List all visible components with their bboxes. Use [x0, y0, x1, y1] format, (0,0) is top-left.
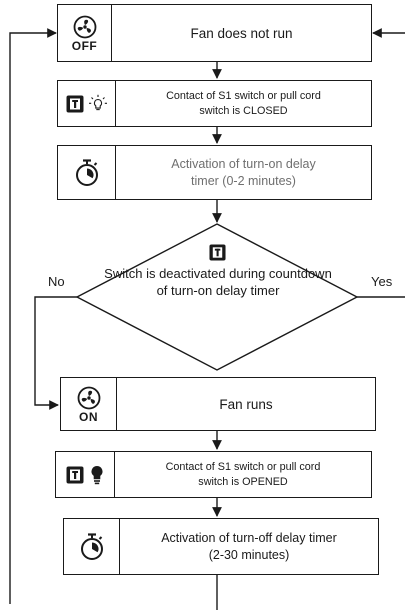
step-turn-off-timer-text: Activation of turn-off delay timer (2-30… — [161, 530, 337, 562]
fan-off-badge: OFF — [71, 38, 98, 53]
switch-icon — [66, 466, 84, 483]
step-fan-off: OFF Fan does not run — [57, 4, 372, 62]
step-turn-on-timer-text: Activation of turn-on delay timer (0-2 m… — [171, 156, 316, 188]
decision-yes-label: Yes — [371, 274, 393, 289]
decision-text: Switch is deactivated during countdown o… — [104, 266, 332, 298]
step-fan-on: ON Fan runs — [60, 377, 376, 431]
fan-off-symbol: OFF — [72, 15, 98, 52]
step-contact-closed-text: Contact of S1 switch or pull cord switch… — [166, 89, 321, 117]
switch-icon — [209, 244, 226, 261]
step-fan-off-icon-cell: OFF — [58, 5, 112, 61]
step-contact-opened-icon-cell — [56, 452, 115, 497]
step-contact-closed-icon-cell — [58, 81, 116, 126]
fan-icon — [73, 15, 96, 38]
step-turn-off-timer-icon-cell — [64, 519, 120, 574]
no-branch-line — [34, 296, 77, 410]
fan-icon — [77, 386, 100, 409]
light-bulb-filled-icon — [91, 465, 103, 484]
step-fan-off-text: Fan does not run — [190, 25, 293, 41]
loop-left-line — [9, 28, 57, 604]
step-fan-on-icon-cell: ON — [61, 378, 117, 430]
step-contact-opened-text: Contact of S1 switch or pull cord switch… — [165, 460, 321, 488]
step-fan-on-text: Fan runs — [219, 396, 273, 412]
step-turn-off-timer: Activation of turn-off delay timer (2-30… — [63, 518, 379, 575]
stopwatch-icon — [75, 158, 98, 186]
fan-on-symbol: ON — [77, 386, 101, 423]
fan-on-badge: ON — [79, 409, 98, 424]
step-contact-closed: Contact of S1 switch or pull cord switch… — [57, 80, 372, 127]
step-contact-opened: Contact of S1 switch or pull cord switch… — [55, 451, 372, 498]
step-turn-on-timer: Activation of turn-on delay timer (0-2 m… — [57, 145, 372, 200]
switch-icon — [66, 95, 83, 112]
decision-no-label: No — [48, 274, 65, 289]
stopwatch-icon — [80, 532, 103, 560]
light-bulb-outline-icon — [88, 94, 107, 110]
step-turn-on-timer-icon-cell — [58, 146, 116, 199]
decision-diamond — [75, 223, 359, 371]
